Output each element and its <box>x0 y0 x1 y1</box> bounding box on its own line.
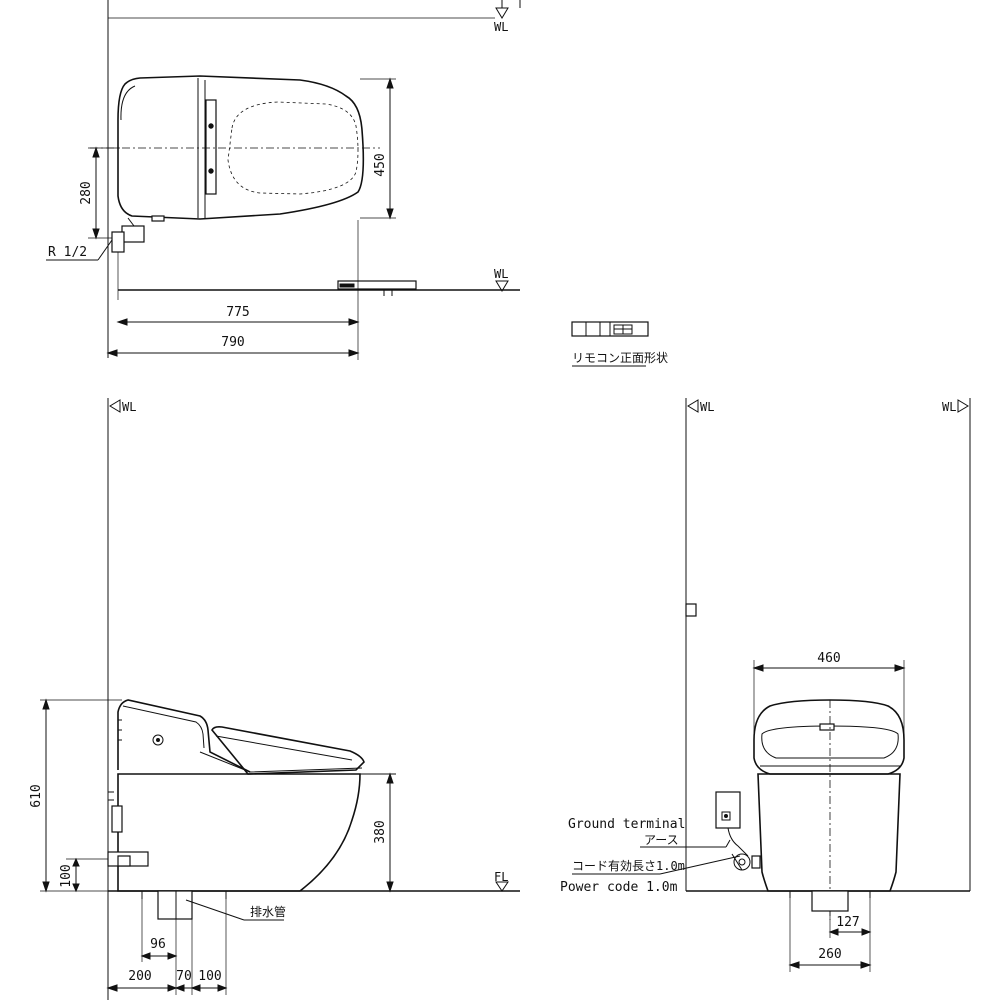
front-view: WL WL Ground terminal アース <box>560 398 971 972</box>
hinge-screw-bottom <box>208 168 214 174</box>
fl-marker-side: FL <box>494 870 509 892</box>
wl-marker-front-right: WL <box>942 399 969 414</box>
dim-790: 790 <box>221 335 244 350</box>
drain-pipe-label: 排水管 <box>250 904 286 919</box>
cord-length-jp: コード有効長さ1.0m <box>572 858 685 873</box>
bowl-body-front <box>757 773 901 892</box>
dim-380: 380 <box>373 820 388 843</box>
remote-front-shape: リモコン正面形状 <box>571 321 668 367</box>
lid-badge <box>819 723 835 731</box>
drain-pipe-front <box>811 890 849 912</box>
wl-marker-side: WL <box>109 399 136 414</box>
power-code-label: Power code 1.0m <box>560 880 678 895</box>
remote-caption: リモコン正面形状 <box>572 351 668 365</box>
hinge-screw-top <box>208 123 214 129</box>
outlet-box <box>715 791 741 829</box>
dim-127: 127 <box>836 915 859 930</box>
wl-marker-top: WL <box>494 0 509 34</box>
wl-label-front-left: WL <box>700 400 714 414</box>
dim-100-height: 100 <box>59 864 74 887</box>
hinge-bar <box>205 99 217 195</box>
remote-plan <box>337 280 417 290</box>
ground-terminal-label: Ground terminal <box>568 817 685 832</box>
dim-260: 260 <box>818 947 841 962</box>
dim-280: 280 <box>79 181 94 204</box>
dim-100-bottom: 100 <box>198 969 221 984</box>
dim-70: 70 <box>176 969 192 984</box>
ground-terminal-jp: アース <box>644 833 679 847</box>
dim-775: 775 <box>226 305 249 320</box>
r12-label: R 1/2 <box>48 245 87 260</box>
side-fitting-top <box>111 805 123 833</box>
wl-marker-front-left: WL <box>687 399 714 414</box>
dim-450: 450 <box>373 153 388 176</box>
wl-label-front-right: WL <box>942 400 956 414</box>
side-button <box>152 734 164 746</box>
wl-label-side: WL <box>122 400 136 414</box>
dim-610: 610 <box>29 784 44 807</box>
plan-view: WL WL <box>46 0 521 360</box>
wl-label-top: WL <box>494 20 508 34</box>
wl-marker-mid: WL <box>494 267 509 292</box>
lid-front <box>761 725 899 759</box>
dim-200: 200 <box>128 969 151 984</box>
drain-pipe-side <box>157 890 193 920</box>
toilet-outline-plan <box>117 75 365 220</box>
tank-front <box>753 699 905 775</box>
lid-side <box>211 726 365 775</box>
dim-460: 460 <box>817 651 840 666</box>
drain-leader <box>185 899 245 921</box>
dim-96: 96 <box>150 937 166 952</box>
power-leader <box>659 855 741 875</box>
seat-outline-dashed <box>227 101 359 195</box>
wall-remote-front <box>685 603 697 617</box>
supply-valve <box>121 225 145 243</box>
bowl-body-side <box>117 773 361 892</box>
tank-side <box>117 699 251 773</box>
wl-label-mid: WL <box>494 267 508 281</box>
side-view: WL FL <box>29 398 520 1000</box>
fl-label-side: FL <box>494 870 508 884</box>
